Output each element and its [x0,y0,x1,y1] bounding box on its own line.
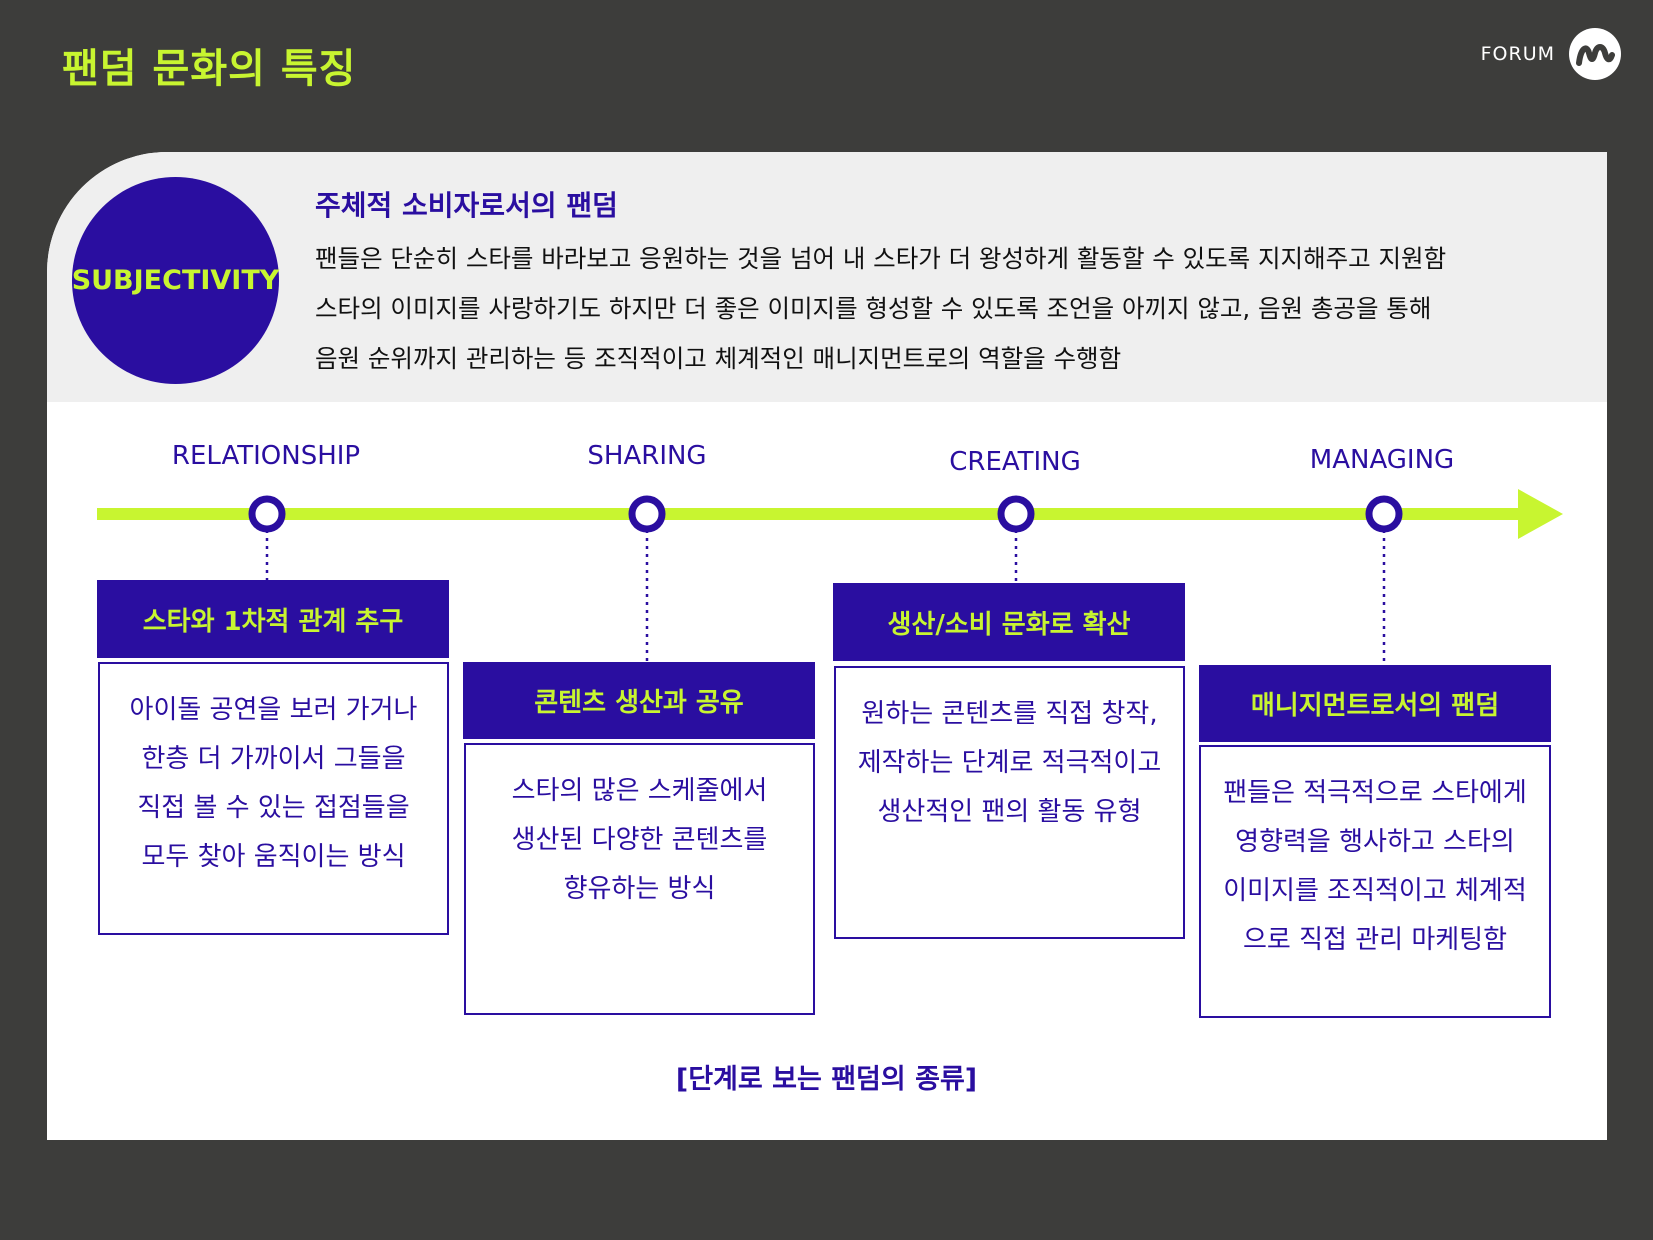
stage-body-sharing: 스타의 많은 스케줄에서 생산된 다양한 콘텐츠를 향유하는 방식 [464,743,815,1015]
stage-body-line: 팬들은 적극적으로 스타에게 [1223,778,1527,808]
subjectivity-line: 팬들은 단순히 스타를 바라보고 응원하는 것을 넘어 내 스타가 더 왕성하게… [315,244,1447,273]
stage-body-line: 제작하는 단계로 적극적이고 [857,748,1162,778]
stage-body-line: 스타의 많은 스케줄에서 [511,776,768,806]
stage-heading-relationship: 스타와 1차적 관계 추구 [97,580,449,658]
m-wave-icon [1569,28,1621,80]
subjectivity-badge-label: SUBJECTIVITY [71,265,280,296]
stage-body-line: 이미지를 조직적이고 체계적 [1223,876,1527,906]
stage-body-relationship: 아이돌 공연을 보러 가거나 한층 더 가까이서 그들을 직접 볼 수 있는 접… [98,662,449,935]
stage-body-line: 모두 찾아 움직이는 방식 [141,842,406,872]
stage-heading-managing: 매니지먼트로서의 팬덤 [1199,665,1551,742]
node-managing [1365,495,1403,533]
brand: FORUM [1481,28,1621,80]
node-relationship [248,495,286,533]
subjectivity-section: SUBJECTIVITY 주체적 소비자로서의 팬덤 팬들은 단순히 스타를 바… [47,152,1607,402]
subjectivity-title: 주체적 소비자로서의 팬덤 [315,189,618,222]
brand-text: FORUM [1480,43,1555,65]
subjectivity-description: 팬들은 단순히 스타를 바라보고 응원하는 것을 넘어 내 스타가 더 왕성하게… [315,234,1446,384]
stage-label-relationship: RELATIONSHIP [171,441,361,471]
node-sharing [628,495,666,533]
subjectivity-badge: SUBJECTIVITY [72,177,279,384]
stage-body-line: 생산된 다양한 콘텐츠를 [511,825,768,855]
stage-heading-creating: 생산/소비 문화로 확산 [833,583,1185,661]
stage-heading-sharing: 콘텐츠 생산과 공유 [463,662,815,739]
stage-body-line: 으로 직접 관리 마케팅함 [1243,925,1507,955]
content-panel: SUBJECTIVITY 주체적 소비자로서의 팬덤 팬들은 단순히 스타를 바… [47,152,1607,1140]
stage-label-managing: MANAGING [1309,445,1455,475]
page-title: 팬덤 문화의 특징 [62,46,357,92]
diagram-caption: [단계로 보는 팬덤의 종류] [675,1064,978,1095]
node-creating [997,495,1035,533]
stage-body-managing: 팬들은 적극적으로 스타에게 영향력을 행사하고 스타의 이미지를 조직적이고 … [1199,745,1551,1018]
stage-label-creating: CREATING [949,447,1081,477]
subjectivity-line: 음원 순위까지 관리하는 등 조직적이고 체계적인 매니지먼트로의 역할을 수행… [315,344,1122,373]
stage-body-line: 영향력을 행사하고 스타의 [1235,827,1515,857]
stage-body-line: 향유하는 방식 [563,874,716,904]
subjectivity-line: 스타의 이미지를 사랑하기도 하지만 더 좋은 이미지를 형성할 수 있도록 조… [315,294,1432,323]
stage-body-line: 원하는 콘텐츠를 직접 창작, [861,699,1158,729]
stage-body-line: 한층 더 가까이서 그들을 [141,744,406,774]
timeline-arrow-head [1518,489,1563,539]
stage-label-sharing: SHARING [587,441,707,471]
stage-body-line: 아이돌 공연을 보러 가거나 [129,695,418,725]
stage-body-line: 직접 볼 수 있는 접점들을 [137,793,410,823]
stage-body-creating: 원하는 콘텐츠를 직접 창작, 제작하는 단계로 적극적이고 생산적인 팬의 활… [834,666,1185,939]
stage-body-line: 생산적인 팬의 활동 유형 [877,797,1142,827]
timeline-arrow-shaft [97,508,1525,520]
